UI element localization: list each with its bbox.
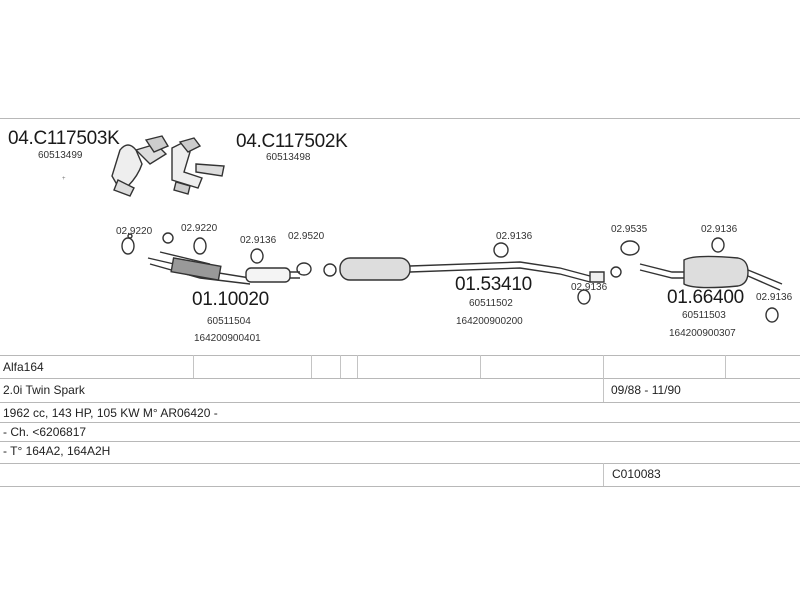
front-pipe-code: 01.10020	[192, 289, 269, 310]
gasket-ring	[493, 242, 509, 258]
gasket-ring	[121, 237, 135, 255]
part-number-label: 02.9136	[571, 282, 608, 293]
svg-text:+: +	[62, 176, 66, 182]
diagram-reference: C010083	[612, 467, 661, 481]
manifold-left-drawing	[111, 135, 170, 197]
part-number-label: 02.9136	[701, 224, 738, 235]
manifold-right-drawing	[171, 137, 225, 195]
middle-pipe-code: 01.53410	[455, 274, 532, 295]
gasket-ring	[620, 240, 640, 256]
part-number-label: 02.9220	[116, 226, 153, 237]
manifold-right-ref: 60513498	[266, 152, 311, 163]
rear-pipe-code: 01.66400	[667, 287, 744, 308]
gasket-ring	[765, 307, 779, 323]
vehicle-type: - T° 164A2, 164A2H	[3, 444, 111, 458]
gasket-ring	[250, 248, 264, 264]
rear-pipe-drawing	[639, 255, 783, 291]
front-pipe-ref2: 164200900401	[194, 333, 261, 344]
part-number-label: 02.9136	[756, 292, 793, 303]
rear-pipe-ref2: 164200900307	[669, 328, 736, 339]
part-number-label: 02.9136	[496, 231, 533, 242]
gasket-ring	[296, 262, 312, 276]
part-number-label: 02.9220	[181, 223, 218, 234]
engine-description: 2.0i Twin Spark	[3, 383, 85, 397]
front-pipe-drawing	[147, 251, 300, 285]
part-number-label: 02.9136	[240, 235, 277, 246]
middle-pipe-drawing	[323, 257, 622, 283]
gasket-ring	[193, 237, 207, 255]
top-divider	[0, 118, 800, 119]
part-number-label: 02.9535	[611, 224, 648, 235]
manifold-right-code: 04.C117502K	[236, 131, 348, 152]
rear-pipe-ref1: 60511503	[682, 310, 726, 321]
manifold-left-code: 04.C117503K	[8, 128, 120, 149]
middle-pipe-ref2: 164200900200	[456, 316, 523, 327]
production-period: 09/88 - 11/90	[611, 383, 681, 397]
manifold-left-ref: 60513499	[38, 150, 83, 161]
part-number-label: 02.9520	[288, 231, 325, 242]
middle-pipe-ref1: 60511502	[469, 298, 513, 309]
exhaust-system-drawing: +	[62, 135, 783, 323]
chassis-range: - Ch. <6206817	[3, 425, 87, 439]
gasket-ring	[711, 237, 725, 253]
gasket-ring	[577, 289, 591, 305]
front-pipe-ref1: 60511504	[207, 316, 251, 327]
vehicle-model: Alfa164	[3, 360, 44, 374]
engine-specs: 1962 cc, 143 HP, 105 KW M° AR06420 -	[3, 406, 218, 420]
